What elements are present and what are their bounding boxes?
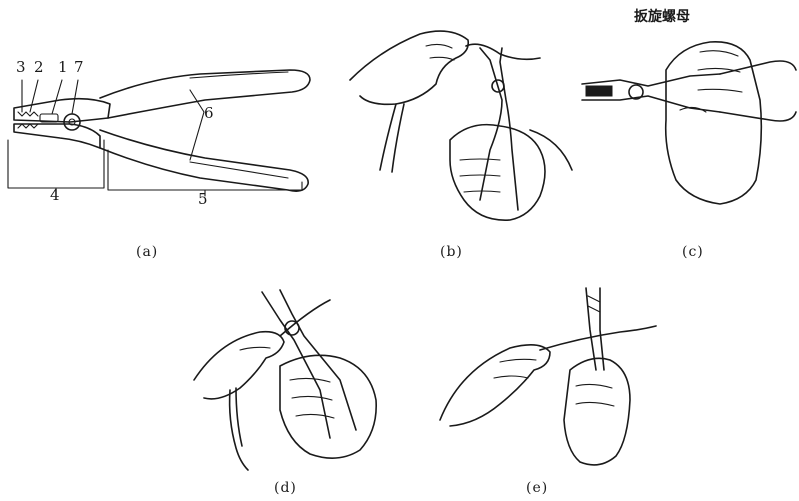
part-number-7: 7 — [74, 58, 84, 76]
nut-turning-illustration — [570, 0, 799, 270]
panel-d: (d) — [180, 270, 400, 501]
panel-a: 3 2 1 7 6 4 5 (a) — [0, 0, 320, 270]
caption-b: (b) — [440, 244, 463, 260]
part-number-1: 1 — [58, 58, 68, 76]
wire-forming-illustration — [420, 270, 660, 501]
pliers-illustration — [0, 0, 320, 270]
wire-stripping-illustration — [340, 0, 580, 270]
caption-d: (d) — [274, 480, 297, 496]
part-number-4: 4 — [50, 186, 60, 204]
part-number-5: 5 — [198, 190, 208, 208]
part-number-3: 3 — [16, 58, 26, 76]
panel-e: (e) — [420, 270, 660, 501]
panel-c: 扳旋螺母 (c) — [570, 0, 799, 270]
wire-bending-illustration — [180, 270, 400, 501]
panel-b: (b) — [340, 0, 580, 270]
caption-c: (c) — [682, 244, 704, 260]
caption-e: (e) — [526, 480, 548, 496]
caption-a: (a) — [136, 244, 158, 260]
part-number-2: 2 — [34, 58, 44, 76]
part-number-6: 6 — [204, 104, 214, 122]
